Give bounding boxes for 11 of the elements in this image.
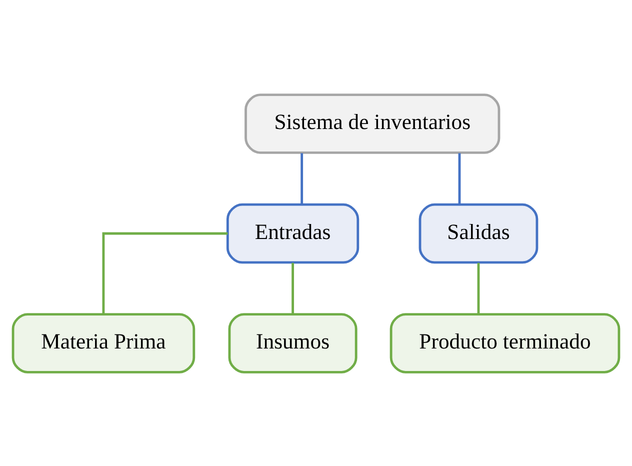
node-box: Sistema de inventarios [244,93,500,154]
node-box: Entradas [226,202,360,264]
connector [102,232,228,314]
connector [477,262,480,314]
connector [458,152,461,204]
node-box: Materia Prima [12,312,196,373]
connector [292,262,294,314]
connector [300,152,304,204]
node-box: Producto terminado [390,312,620,373]
node-box: Salidas [418,202,538,264]
node-box: Insumos [228,312,358,373]
